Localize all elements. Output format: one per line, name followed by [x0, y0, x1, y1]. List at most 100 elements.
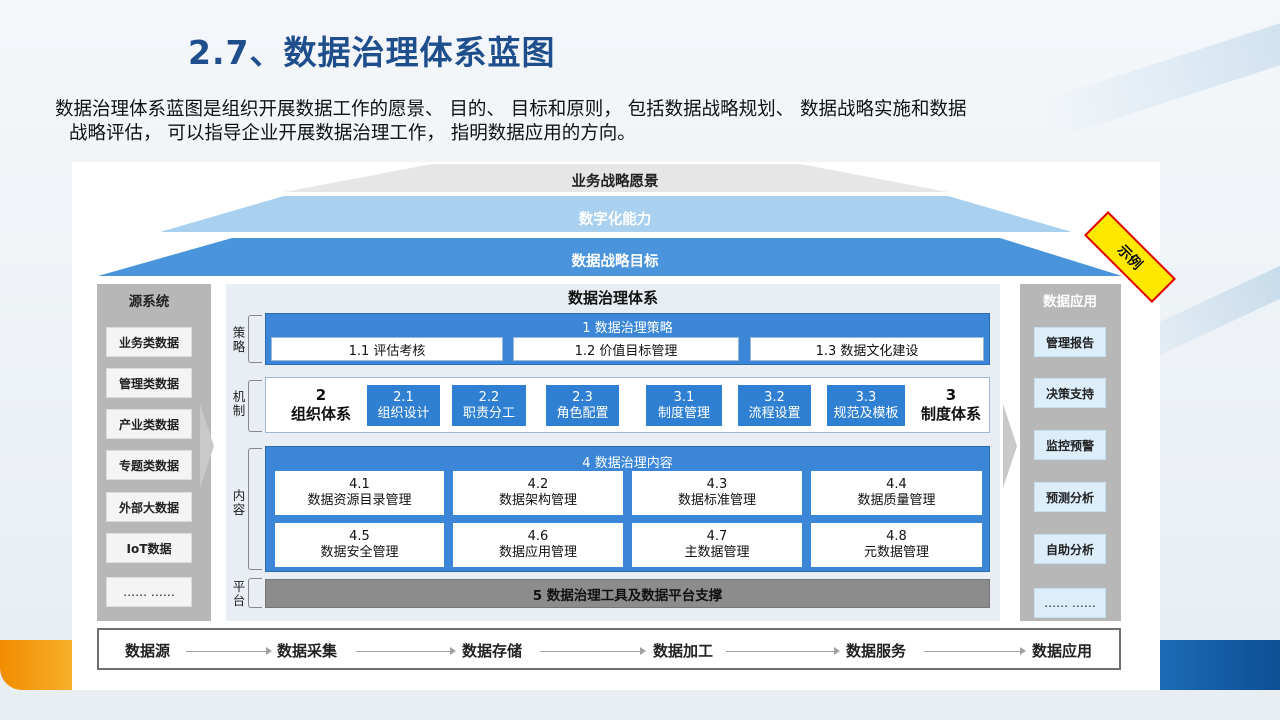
- mechanism-item-number: 2.2: [478, 389, 500, 405]
- arrow-right-icon: [640, 647, 646, 655]
- strategy-title: 1 数据治理策略: [582, 321, 673, 336]
- source-item: 外部大数据: [106, 492, 192, 522]
- content-item-label: 数据标准管理: [677, 493, 756, 508]
- strategy-item: 1.3 数据文化建设: [750, 337, 984, 361]
- source-item: IoT数据: [106, 533, 192, 563]
- content-item-number: 4.6: [527, 529, 549, 544]
- bracket: [248, 315, 262, 363]
- source-item: 专题类数据: [106, 450, 192, 480]
- org-system-number: 2: [315, 386, 327, 404]
- intro-line: 数据治理体系蓝图是组织开展数据工作的愿景、 目的、 目标和原则， 包括数据战略规…: [55, 99, 967, 120]
- pipeline-stage: 数据源: [125, 642, 171, 660]
- pipeline-stage: 数据应用: [1032, 642, 1093, 660]
- app-item: 自助分析: [1034, 534, 1106, 564]
- platform-bar: 5 数据治理工具及数据平台支撑: [265, 579, 990, 608]
- mechanism-item-number: 2.3: [572, 389, 593, 405]
- data-app-title: 数据应用: [1043, 294, 1097, 310]
- governance-title: 数据治理体系: [567, 289, 658, 307]
- app-arrow-icon: [1003, 404, 1017, 488]
- content-item-label: 数据应用管理: [498, 545, 577, 560]
- pipeline-stage: 数据加工: [653, 642, 714, 660]
- background-blue-accent: [1158, 640, 1280, 690]
- pipeline-connector: [726, 651, 834, 652]
- background-orange-accent: [0, 640, 78, 690]
- mechanism-item: 3.1 制度管理: [646, 385, 722, 426]
- content-item: 4.7 主数据管理: [632, 523, 802, 567]
- page-title: 2.7、数据治理体系蓝图: [188, 33, 556, 72]
- content-item-number: 4.7: [706, 529, 728, 544]
- source-item: 业务类数据: [106, 327, 192, 357]
- pipeline-stage: 数据采集: [277, 642, 338, 660]
- label-mechanism: 机制: [232, 389, 246, 418]
- source-arrow-icon: [200, 404, 214, 488]
- content-title: 4 数据治理内容: [582, 456, 673, 471]
- org-system-title: 组织体系: [290, 405, 351, 423]
- mechanism-item-number: 2.1: [393, 389, 414, 405]
- roof-goal-band: [98, 238, 1122, 276]
- bracket: [248, 578, 262, 608]
- mechanism-item-number: 3.3: [855, 389, 877, 405]
- rule-system-title: 制度体系: [920, 405, 981, 423]
- label-content: 内容: [232, 488, 246, 517]
- content-item-label: 主数据管理: [684, 545, 750, 560]
- mechanism-item-label: 组织设计: [377, 405, 430, 421]
- pipeline-connector: [186, 651, 266, 652]
- content-item-label: 数据资源目录管理: [307, 493, 412, 508]
- content-item-label: 数据质量管理: [857, 493, 936, 508]
- mechanism-item: 2.2 职责分工: [452, 385, 526, 426]
- content-item: 4.4 数据质量管理: [811, 471, 982, 515]
- intro-paragraph: 数据治理体系蓝图是组织开展数据工作的愿景、 目的、 目标和原则， 包括数据战略规…: [55, 98, 1230, 146]
- source-item: 管理类数据: [106, 368, 192, 398]
- pipeline-connector: [356, 651, 450, 652]
- content-item-number: 4.8: [886, 529, 907, 544]
- mechanism-item: 2.1 组织设计: [367, 385, 440, 426]
- content-item: 4.5 数据安全管理: [275, 523, 444, 567]
- roof-capability-band: [160, 196, 1072, 232]
- strategy-item: 1.2 价值目标管理: [513, 337, 739, 361]
- mechanism-item-label: 制度管理: [657, 405, 710, 421]
- mechanism-item-label: 规范及模板: [833, 405, 899, 421]
- pipeline-stage: 数据服务: [846, 642, 907, 660]
- roof-vision-band: [284, 164, 948, 192]
- content-item-number: 4.4: [886, 477, 907, 492]
- mechanism-item-label: 角色配置: [556, 405, 609, 421]
- roof-vision-label: 业务战略愿景: [571, 174, 659, 190]
- mechanism-item-label: 流程设置: [748, 405, 801, 421]
- content-item-number: 4.3: [706, 477, 728, 492]
- rule-system-label: 3 制度体系: [912, 386, 990, 424]
- arrow-right-icon: [266, 647, 272, 655]
- label-platform: 平台: [232, 579, 246, 608]
- arrow-right-icon: [1020, 647, 1026, 655]
- rule-system-number: 3: [945, 386, 957, 404]
- content-item-number: 4.1: [349, 477, 370, 492]
- content-item-label: 元数据管理: [863, 545, 929, 560]
- mechanism-item-number: 3.1: [673, 389, 695, 405]
- roof-graphic: [98, 164, 1122, 276]
- pipeline-connector: [540, 651, 640, 652]
- intro-line: 战略评估， 可以指导企业开展数据治理工作， 指明数据应用的方向。: [69, 123, 636, 144]
- app-item: 监控预警: [1034, 430, 1106, 460]
- source-item: …… ……: [106, 577, 192, 607]
- content-item: 4.8 元数据管理: [811, 523, 982, 567]
- app-item: 管理报告: [1034, 327, 1106, 357]
- content-item: 4.2 数据架构管理: [453, 471, 623, 515]
- mechanism-item: 3.3 规范及模板: [827, 385, 905, 426]
- label-strategy: 策略: [232, 325, 246, 354]
- app-item: 决策支持: [1034, 378, 1106, 408]
- bracket: [248, 448, 262, 570]
- content-item-number: 4.2: [527, 477, 549, 492]
- content-item: 4.3 数据标准管理: [632, 471, 802, 515]
- bracket: [248, 380, 262, 432]
- mechanism-item-label: 职责分工: [462, 405, 515, 421]
- strategy-item: 1.1 评估考核: [271, 337, 503, 361]
- arrow-right-icon: [450, 647, 456, 655]
- content-item-label: 数据安全管理: [320, 545, 399, 560]
- mechanism-item: 2.3 角色配置: [546, 385, 619, 426]
- content-item-number: 4.5: [349, 529, 370, 544]
- roof-goal-label: 数据战略目标: [571, 254, 659, 270]
- content-item-label: 数据架构管理: [498, 493, 577, 508]
- source-item: 产业类数据: [106, 409, 192, 439]
- roof-capability-label: 数字化能力: [578, 212, 652, 228]
- mechanism-item: 3.2 流程设置: [738, 385, 811, 426]
- source-system-title: 源系统: [128, 294, 170, 310]
